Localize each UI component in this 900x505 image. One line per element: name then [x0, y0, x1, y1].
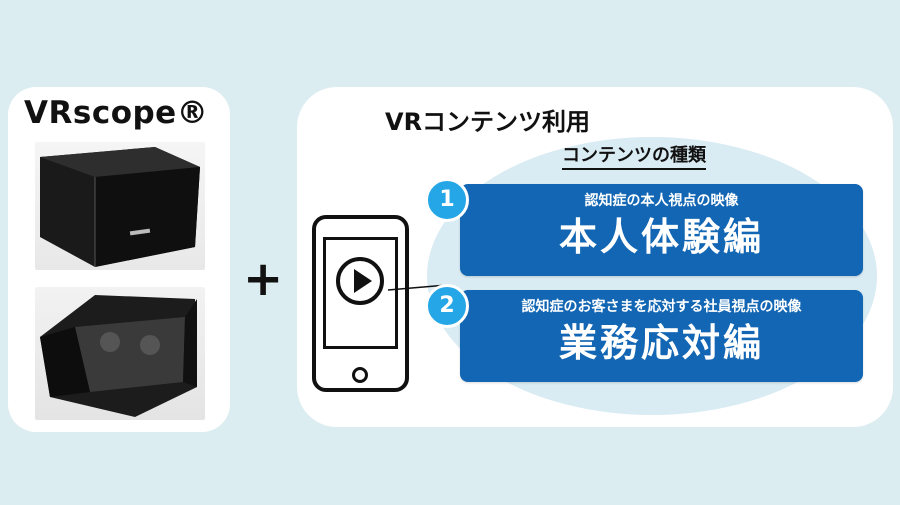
- phone-screen: [323, 237, 398, 349]
- vr-content-panel: VRコンテンツ利用 コンテンツの種類 認知症の本人視点の映像 本人体験編 1 認…: [297, 87, 893, 427]
- content-card-customer-service: 認知症のお客さまを応対する社員視点の映像 業務応対編: [460, 290, 863, 382]
- phone-home-button: [352, 367, 368, 383]
- plus-sign: +: [243, 251, 284, 307]
- play-icon: [336, 257, 384, 305]
- content-card-subtitle: 認知症の本人視点の映像: [584, 193, 739, 209]
- number-badge-1: 1: [425, 178, 469, 222]
- number-badge-2: 2: [425, 284, 469, 328]
- vr-viewer-photo-closed: [35, 142, 205, 270]
- vr-content-usage-title: VRコンテンツ利用: [385, 108, 591, 136]
- content-card-title: 本人体験編: [558, 215, 764, 259]
- content-card-subtitle: 認知症のお客さまを応対する社員視点の映像: [521, 299, 802, 315]
- vrscope-panel: VRscope®: [8, 87, 230, 432]
- content-card-personal-experience: 認知症の本人視点の映像 本人体験編: [460, 184, 863, 276]
- content-types-title: コンテンツの種類: [562, 145, 706, 170]
- vrscope-title: VRscope®: [24, 95, 209, 131]
- smartphone-icon: [312, 215, 409, 392]
- content-card-title: 業務応対編: [558, 321, 764, 365]
- vr-viewer-photo-open: [35, 287, 205, 420]
